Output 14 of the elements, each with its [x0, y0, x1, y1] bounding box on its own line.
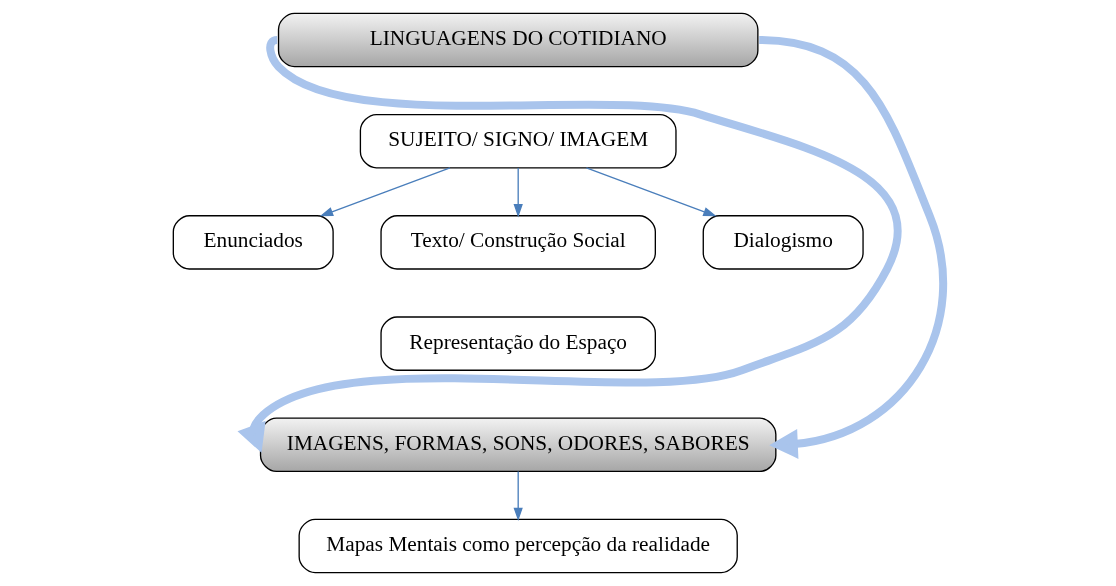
arrow: [319, 167, 451, 217]
node-box: LINGUAGENS DO COTIDIANO: [277, 12, 759, 68]
arrow: [513, 167, 523, 218]
node-box: Dialogismo: [702, 215, 864, 270]
node-box: Texto/ Construção Social: [379, 215, 656, 270]
arrow: [237, 37, 901, 453]
node-box: Representação do Espaço: [379, 316, 656, 371]
arrow: [585, 167, 717, 217]
node-box: SUJEITO/ SIGNO/ IMAGEM: [359, 113, 677, 169]
node-box: Mapas Mentais como percepção da realidade: [298, 518, 738, 574]
arrow: [758, 36, 947, 459]
node-box: IMAGENS, FORMAS, SONS, ODORES, SABORES: [259, 417, 776, 473]
arrow: [513, 470, 523, 522]
node-box: Enunciados: [172, 215, 334, 270]
